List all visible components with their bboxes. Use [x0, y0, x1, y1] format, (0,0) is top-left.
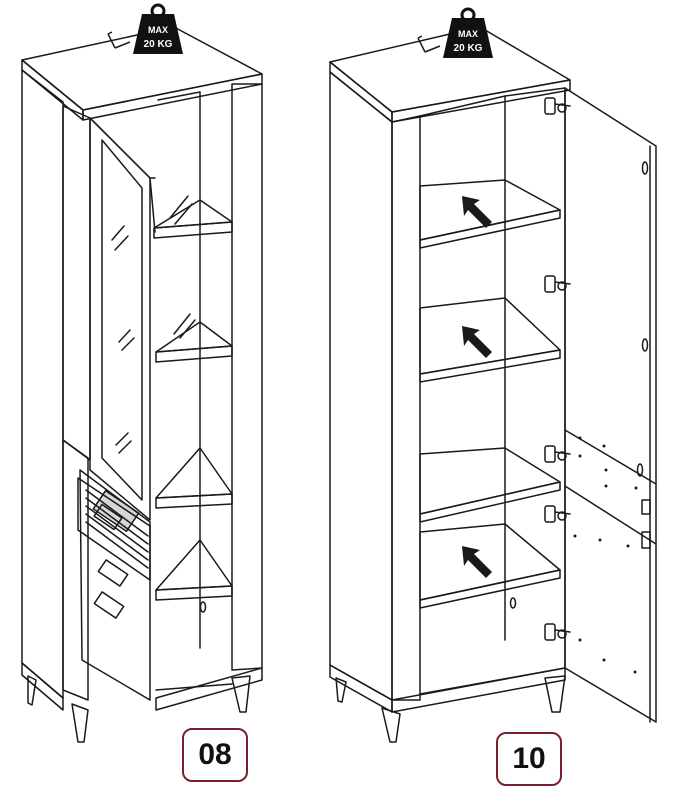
right-weight-badge: MAX 20 KG	[417, 7, 493, 58]
step-number-badge-10: 10	[496, 732, 562, 786]
weight-icon	[443, 7, 493, 58]
right-cabinet	[329, 26, 657, 743]
shelf-arrows	[462, 196, 492, 578]
hinge-icon	[544, 505, 571, 523]
arrow-up-left-icon	[462, 196, 492, 228]
left-legs	[27, 675, 251, 743]
left-lower-door	[62, 439, 151, 701]
step-number: 10	[512, 742, 546, 775]
right-open-door	[564, 87, 657, 723]
right-legs	[335, 675, 566, 743]
weight-icon	[133, 3, 183, 54]
hinge-icon	[544, 275, 571, 293]
left-glass-door	[62, 105, 196, 521]
weight-label-line1: MAX	[458, 29, 478, 39]
left-cabinet-side	[21, 69, 64, 699]
weight-label-line1: MAX	[148, 25, 168, 35]
left-cabinet	[21, 26, 263, 743]
hinge-icon	[544, 97, 571, 115]
weight-label-line2: 20 KG	[144, 39, 173, 50]
left-weight-badge: MAX 20 KG	[107, 3, 183, 54]
right-cabinet-side	[329, 71, 393, 701]
right-shelves	[419, 179, 561, 609]
weight-label-line2: 20 KG	[454, 43, 483, 54]
step-number-badge-08: 08	[182, 728, 248, 782]
left-door-handle	[93, 503, 123, 531]
left-shelves	[153, 199, 233, 691]
hinge-icon	[544, 623, 571, 641]
arrow-up-left-icon	[462, 326, 492, 358]
right-hinges	[544, 97, 571, 641]
hinge-icon	[544, 445, 571, 463]
step-number: 08	[198, 738, 232, 771]
arrow-up-left-icon	[462, 546, 492, 578]
